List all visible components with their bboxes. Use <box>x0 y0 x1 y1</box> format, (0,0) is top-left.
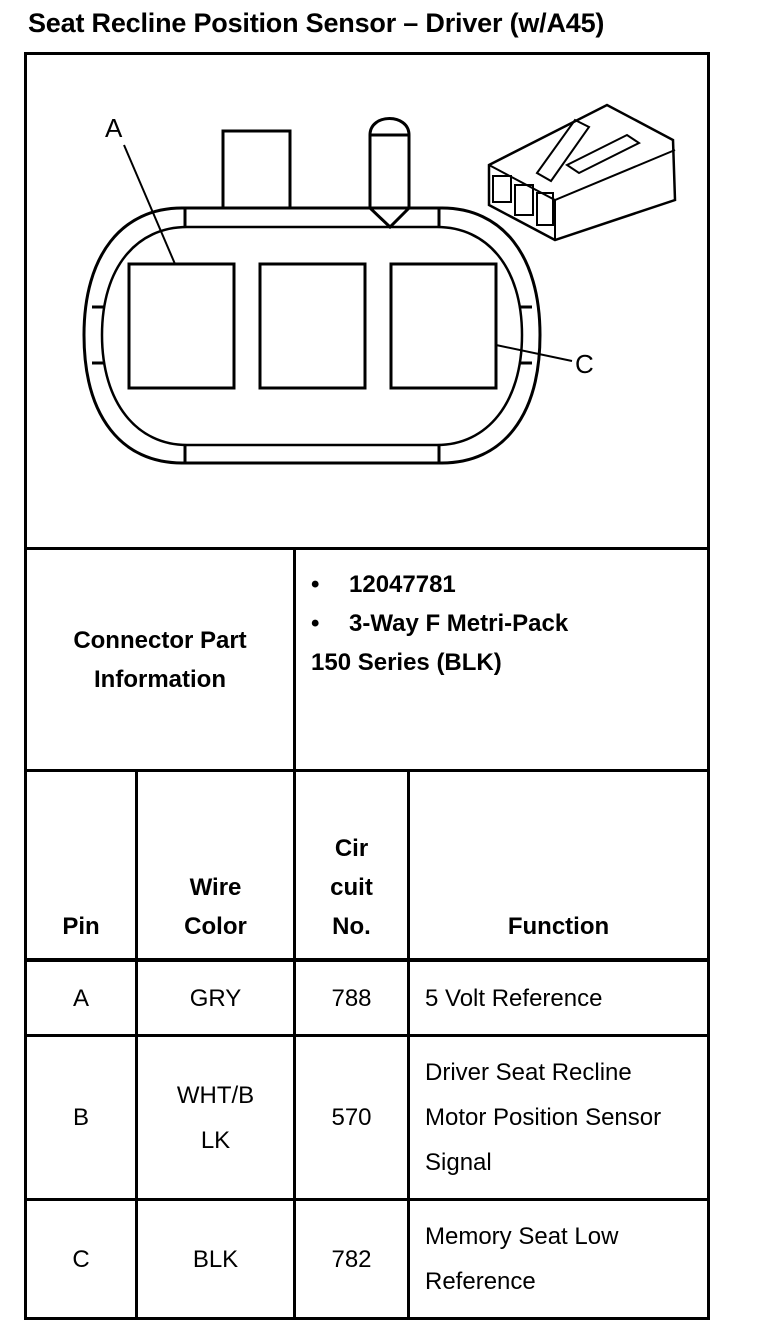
table-row-circuit: 570 <box>331 1104 372 1131</box>
page-title: Seat Recline Position Sensor – Driver (w… <box>28 8 605 38</box>
divider <box>27 769 707 772</box>
callout-c-label: C <box>575 349 594 379</box>
table-row-wire-color: WHT/B LK <box>176 1081 255 1154</box>
divider <box>407 772 410 1320</box>
table-row-function: Memory Seat Low Reference <box>425 1223 619 1295</box>
table-row-function: Driver Seat Recline Motor Position Senso… <box>425 1059 662 1176</box>
header-pin: Pin <box>62 913 100 940</box>
connector-diagram: A C <box>27 55 707 550</box>
table-row-pin: B <box>72 1104 89 1131</box>
part-info-continuation: 150 Series (BLK) <box>311 649 502 676</box>
part-info-bullet: • 12047781 <box>311 565 701 604</box>
bullet-icon: • <box>311 571 320 598</box>
divider <box>135 772 138 1320</box>
connector-face-illustration: A C <box>82 103 677 465</box>
divider <box>27 1198 707 1201</box>
table-row-function: 5 Volt Reference <box>425 984 603 1012</box>
divider <box>27 958 707 962</box>
header-function: Function <box>507 913 610 940</box>
table-row-pin: C <box>72 1245 90 1273</box>
divider <box>27 1317 707 1320</box>
header-wire-color: Wire Color <box>184 874 247 940</box>
part-info-bullet: • 3-Way F Metri-Pack <box>311 604 701 643</box>
table-row-pin: A <box>72 984 89 1012</box>
header-circuit-number: Cir cuit No. <box>330 835 373 940</box>
table-row-wire-color: BLK <box>192 1245 239 1273</box>
part-info-details: • 12047781 • 3-Way F Metri-Pack 150 Seri… <box>311 565 701 682</box>
divider <box>293 550 296 769</box>
table-row-circuit: 782 <box>331 1245 372 1273</box>
callout-a-label: A <box>105 113 123 143</box>
divider <box>27 1034 707 1037</box>
bullet-icon: • <box>311 610 320 637</box>
table-row-circuit: 788 <box>331 984 372 1012</box>
part-info-label: Connector Part Information <box>73 626 247 693</box>
connector-table-frame: A C Connector Part Information • 1204778… <box>24 52 710 1320</box>
divider <box>27 547 707 550</box>
divider <box>293 772 296 1320</box>
table-row-wire-color: GRY <box>189 984 242 1012</box>
